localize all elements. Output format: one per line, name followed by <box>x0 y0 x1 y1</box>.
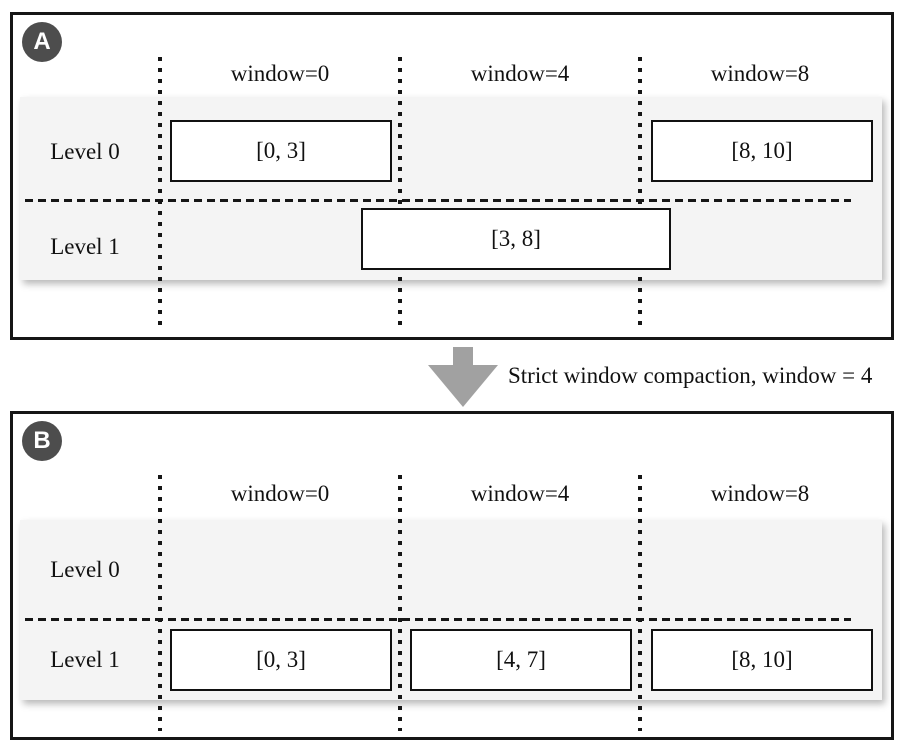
window-boundary-line-4 <box>398 57 402 325</box>
interval-label: [0, 3] <box>256 647 306 672</box>
down-arrow-shaft <box>453 347 473 366</box>
window-boundary-line-8 <box>638 475 642 731</box>
panel-a-window-header-2: window=8 <box>710 61 810 86</box>
interval-label: [4, 7] <box>496 647 546 672</box>
panel-b-level-1-label: Level 1 <box>50 647 120 672</box>
panel-b-badge: B <box>22 421 62 461</box>
window-boundary-line-8 <box>638 57 642 325</box>
interval-box: [3, 8] <box>361 208 671 270</box>
panel-b-window-header-0: window=0 <box>230 481 330 506</box>
window-boundary-line-0 <box>158 57 162 325</box>
interval-box: [8, 10] <box>651 120 873 182</box>
level-divider-dashed-line <box>25 618 851 621</box>
window-boundary-line-0 <box>158 475 162 731</box>
panel-b: B window=0 window=4 window=8 Level 0 Lev… <box>10 411 894 740</box>
interval-label: [8, 10] <box>731 138 793 163</box>
transition-caption: Strict window compaction, window = 4 <box>508 363 873 388</box>
panel-a-level-0-label: Level 0 <box>50 139 120 164</box>
level-divider-dashed-line <box>25 199 851 202</box>
interval-label: [0, 3] <box>256 138 306 163</box>
panel-a-badge: A <box>22 22 62 62</box>
interval-box: [0, 3] <box>170 629 392 691</box>
window-boundary-line-4 <box>398 475 402 731</box>
interval-label: [3, 8] <box>491 226 541 251</box>
interval-box: [0, 3] <box>170 120 392 182</box>
interval-label: [8, 10] <box>731 647 793 672</box>
panel-a-window-header-1: window=4 <box>470 61 570 86</box>
panel-a-level-1-label: Level 1 <box>50 234 120 259</box>
panel-a-window-header-0: window=0 <box>230 61 330 86</box>
down-arrow-icon <box>428 365 498 407</box>
panel-b-window-header-2: window=8 <box>710 481 810 506</box>
interval-box: [8, 10] <box>651 629 873 691</box>
panel-b-level-0-label: Level 0 <box>50 557 120 582</box>
panel-a: A window=0 window=4 window=8 Level 0 Lev… <box>10 12 894 340</box>
interval-box: [4, 7] <box>410 629 632 691</box>
panel-b-window-header-1: window=4 <box>470 481 570 506</box>
